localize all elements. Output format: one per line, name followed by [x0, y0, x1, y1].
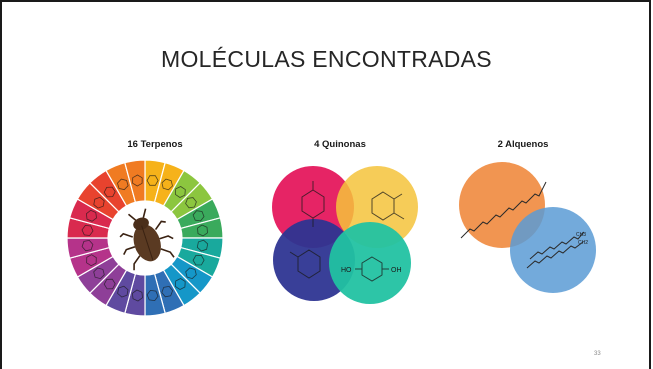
- terpene-structure: [196, 239, 209, 252]
- terpene-structure: [86, 254, 97, 267]
- terpene-structure: [85, 209, 97, 222]
- terpene-structure: [93, 267, 105, 280]
- terpene-structure: [192, 210, 205, 222]
- terpene-structure: [192, 254, 205, 266]
- terpene-structure: [103, 186, 116, 198]
- alkene-ch3-label: CH3: [576, 232, 586, 238]
- terpene-structure: [81, 224, 94, 236]
- terpene-structure: [161, 178, 173, 191]
- alkenes-label: 2 Alquenos: [497, 139, 549, 150]
- quinones-diagram: [272, 166, 418, 304]
- terpene-structure: [197, 224, 208, 237]
- beetle-icon: [119, 208, 175, 271]
- terpene-wheel: [66, 159, 224, 317]
- terpene-structure: [81, 239, 94, 252]
- terpene-structure: [103, 278, 116, 290]
- terpene-structure: [185, 197, 197, 209]
- terpene-structure: [146, 175, 159, 186]
- terpene-structure: [185, 267, 197, 280]
- quinone-circle-4: [329, 222, 411, 304]
- terpene-structure: [117, 178, 129, 191]
- slide-title: MOLÉCULAS ENCONTRADAS: [161, 46, 492, 72]
- alkene-circle-2: [510, 207, 596, 293]
- quinone-oh-label: OH: [391, 267, 402, 274]
- quinone-ho-label: HO: [341, 267, 352, 274]
- page-number: 33: [594, 351, 601, 357]
- alkenes-diagram: [459, 162, 596, 293]
- terpene-structure: [117, 285, 129, 298]
- alkene-structures: [460, 181, 585, 269]
- quinone-structures: [289, 181, 405, 282]
- terpenes-label: 16 Terpenos: [127, 139, 183, 150]
- terpene-structure: [161, 285, 174, 298]
- terpene-structure: [132, 174, 143, 187]
- terpene-structure: [174, 186, 186, 198]
- terpene-structure: [131, 289, 143, 302]
- terpene-structure: [93, 196, 105, 209]
- quinones-label: 4 Quinonas: [314, 139, 366, 150]
- terpene-structure: [146, 289, 159, 302]
- terpene-structure: [174, 278, 186, 290]
- alkene-ch2-label: CH2: [578, 240, 588, 246]
